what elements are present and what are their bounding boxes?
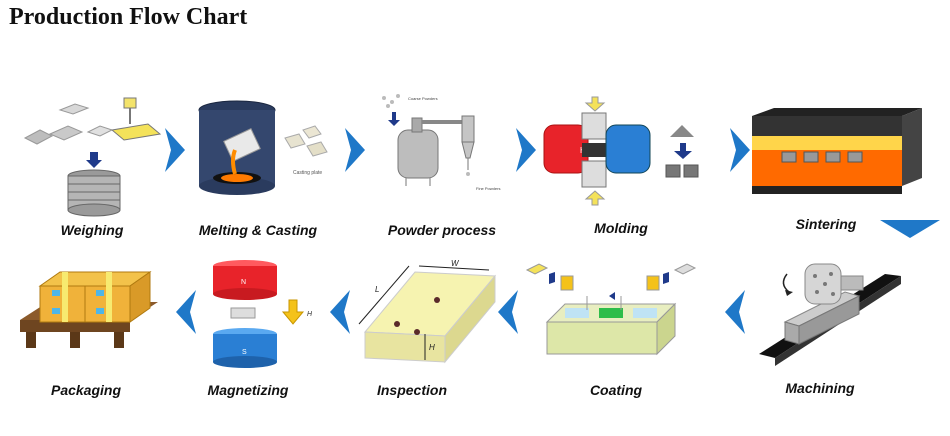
flow-arrow-left-1 [176, 290, 196, 334]
magnet-south-text: S [242, 349, 247, 356]
stage-label-magnetizing: Magnetizing [207, 382, 289, 398]
dimension-w-text: W [451, 259, 460, 268]
melting-casting-illustration: Casting plate [198, 100, 328, 195]
casting-plate-text: Casting plate [293, 170, 322, 176]
flow-arrow-left-4 [725, 290, 745, 334]
stage-label-sintering: Sintering [795, 216, 857, 232]
stage-label-coating: Coating [589, 382, 643, 398]
fine-powders-text: Fine Powders [476, 186, 500, 191]
powder-process-illustration: Coarse Powders Fine Powders [382, 94, 500, 191]
sintering-illustration [752, 108, 922, 194]
dimension-h-text: H [429, 343, 435, 352]
flow-arrow-left-3 [498, 290, 518, 334]
page-title: Production Flow Chart [9, 4, 248, 30]
flow-arrow-right-1 [165, 128, 185, 172]
machining-illustration [759, 263, 901, 366]
stage-label-molding: Molding [594, 220, 648, 236]
magnet-field-h-text: H [307, 311, 313, 318]
stage-label-packaging: Packaging [50, 382, 122, 398]
dimension-l-text: L [375, 285, 379, 294]
flow-arrow-right-4 [730, 128, 750, 172]
flow-arrow-left-2 [330, 290, 350, 334]
coarse-powders-text: Coarse Powders [408, 96, 438, 101]
flow-arrow-right-2 [345, 128, 365, 172]
stage-label-machining: Machining [785, 380, 855, 396]
molding-illustration: H [543, 96, 699, 206]
flow-arrow-right-3 [516, 128, 536, 172]
inspection-illustration: W L H [358, 259, 497, 364]
packaging-illustration [20, 271, 158, 348]
flow-arrow-down [880, 220, 940, 238]
coating-illustration [525, 263, 697, 356]
weighing-illustration [23, 97, 162, 217]
stage-label-powder-process: Powder process [387, 222, 497, 238]
magnetizing-illustration: N S H [213, 260, 313, 368]
stage-label-weighing: Weighing [60, 222, 124, 238]
magnet-north-text: N [241, 279, 246, 286]
stage-label-inspection: Inspection [376, 382, 448, 398]
stage-label-melting-casting: Melting & Casting [198, 222, 318, 238]
